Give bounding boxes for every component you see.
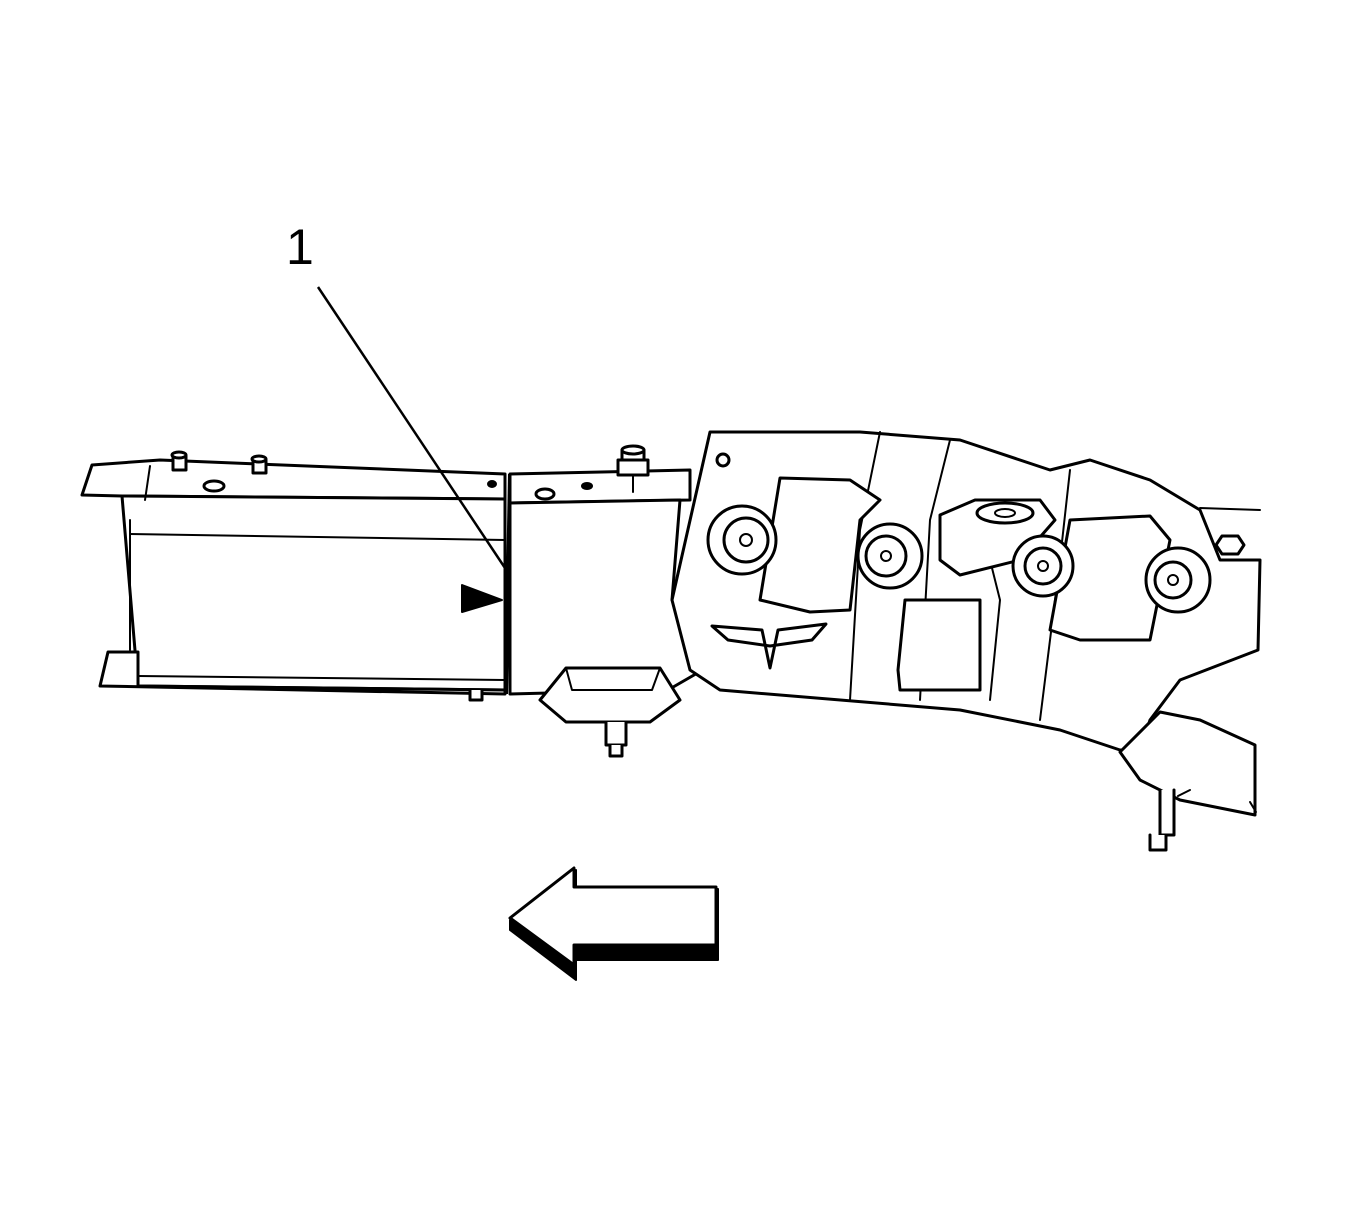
arrow-left-icon (508, 866, 719, 981)
lower-mount-bracket (538, 666, 682, 758)
callout-leader-line (316, 286, 507, 569)
rear-lower-bracket (1118, 710, 1257, 852)
section-marker-triangle (461, 584, 503, 613)
suspension-mount-bracket (670, 430, 1262, 752)
front-rail-section (80, 450, 507, 702)
crossed-flags-emblem (710, 622, 828, 670)
callout-number-1: 1 (286, 219, 314, 275)
middle-rail-section (508, 444, 722, 696)
